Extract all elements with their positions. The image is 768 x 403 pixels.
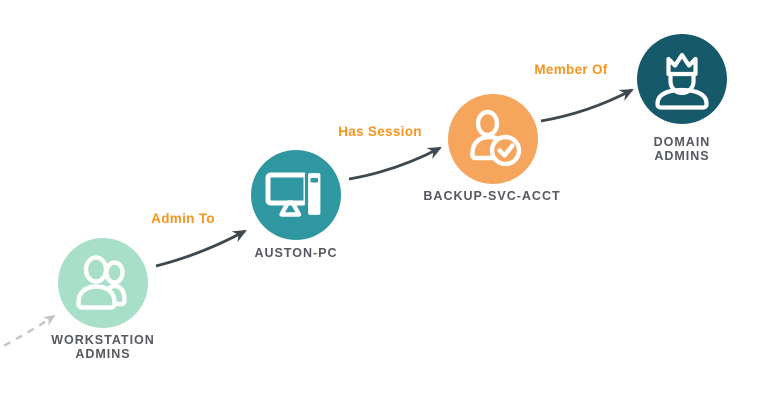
node-circle	[58, 238, 148, 328]
node-domain-admins[interactable]	[637, 34, 727, 124]
node-label-workstation-admins: WORKSTATION ADMINS	[51, 333, 155, 361]
edge-label-member-of: Member Of	[534, 62, 608, 77]
edge-incoming-dashed	[0, 314, 56, 350]
user-check-icon	[470, 109, 522, 167]
users-icon	[76, 255, 127, 310]
node-circle	[251, 150, 341, 240]
edge-member-of	[540, 88, 634, 123]
node-circle	[637, 34, 727, 124]
node-backup-svc-acct[interactable]	[448, 94, 538, 184]
node-label-domain-admins: DOMAIN ADMINS	[653, 135, 711, 163]
node-workstation-admins[interactable]	[58, 238, 148, 328]
node-auston-pc[interactable]	[251, 150, 341, 240]
crowned-user-icon	[655, 52, 709, 110]
edge-label-admin-to: Admin To	[151, 211, 215, 226]
edge-admin-to	[155, 229, 247, 268]
edge-has-session	[348, 146, 442, 181]
node-label-backup-svc-acct: BACKUP-SVC-ACCT	[423, 189, 561, 203]
computer-icon	[265, 169, 324, 219]
edge-label-has-session: Has Session	[338, 124, 422, 139]
node-label-auston-pc: AUSTON-PC	[254, 246, 338, 260]
